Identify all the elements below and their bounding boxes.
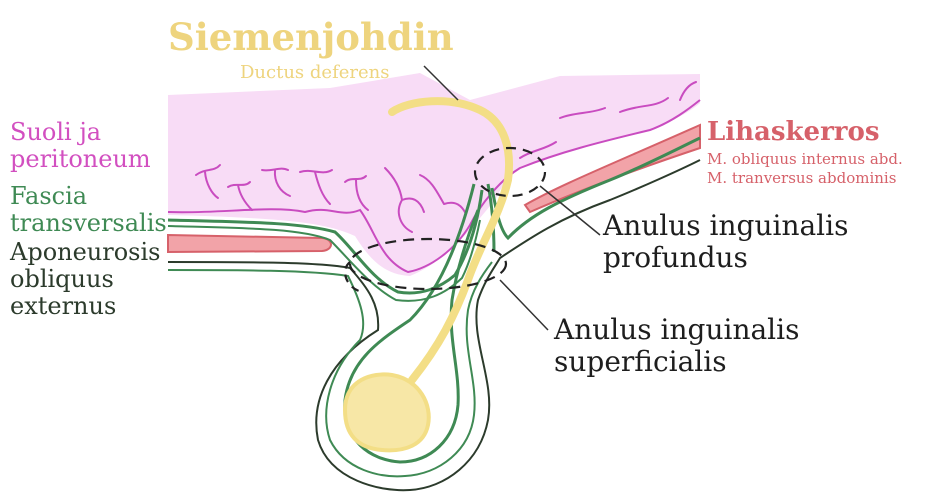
- label-fascia-2: transversalis: [10, 211, 167, 237]
- label-suoli-2: peritoneum: [10, 147, 151, 173]
- label-siemenjohdin: Siemenjohdin: [168, 18, 454, 58]
- label-aponeurosis-2: obliquus: [10, 267, 114, 293]
- label-suoli-1: Suoli ja: [10, 120, 101, 146]
- label-ductus-deferens: Ductus deferens: [240, 63, 389, 82]
- label-profundus-2: profundus: [603, 243, 748, 273]
- label-aponeurosis-3: externus: [10, 294, 116, 320]
- superficialis-pointer: [500, 280, 548, 330]
- label-lihas-lat-1: M. obliquus internus abd.: [707, 151, 903, 167]
- label-profundus-1: Anulus inguinalis: [603, 211, 848, 241]
- label-aponeurosis-1: Aponeurosis: [10, 240, 161, 266]
- testis: [345, 374, 429, 450]
- label-superficialis-2: superficialis: [554, 347, 727, 377]
- label-lihaskerros: Lihaskerros: [707, 118, 879, 146]
- label-fascia-1: Fascia: [10, 184, 87, 210]
- label-lihas-lat-2: M. tranversus abdominis: [707, 170, 896, 186]
- label-superficialis-1: Anulus inguinalis: [554, 315, 799, 345]
- muscle-strip-left: [168, 235, 331, 252]
